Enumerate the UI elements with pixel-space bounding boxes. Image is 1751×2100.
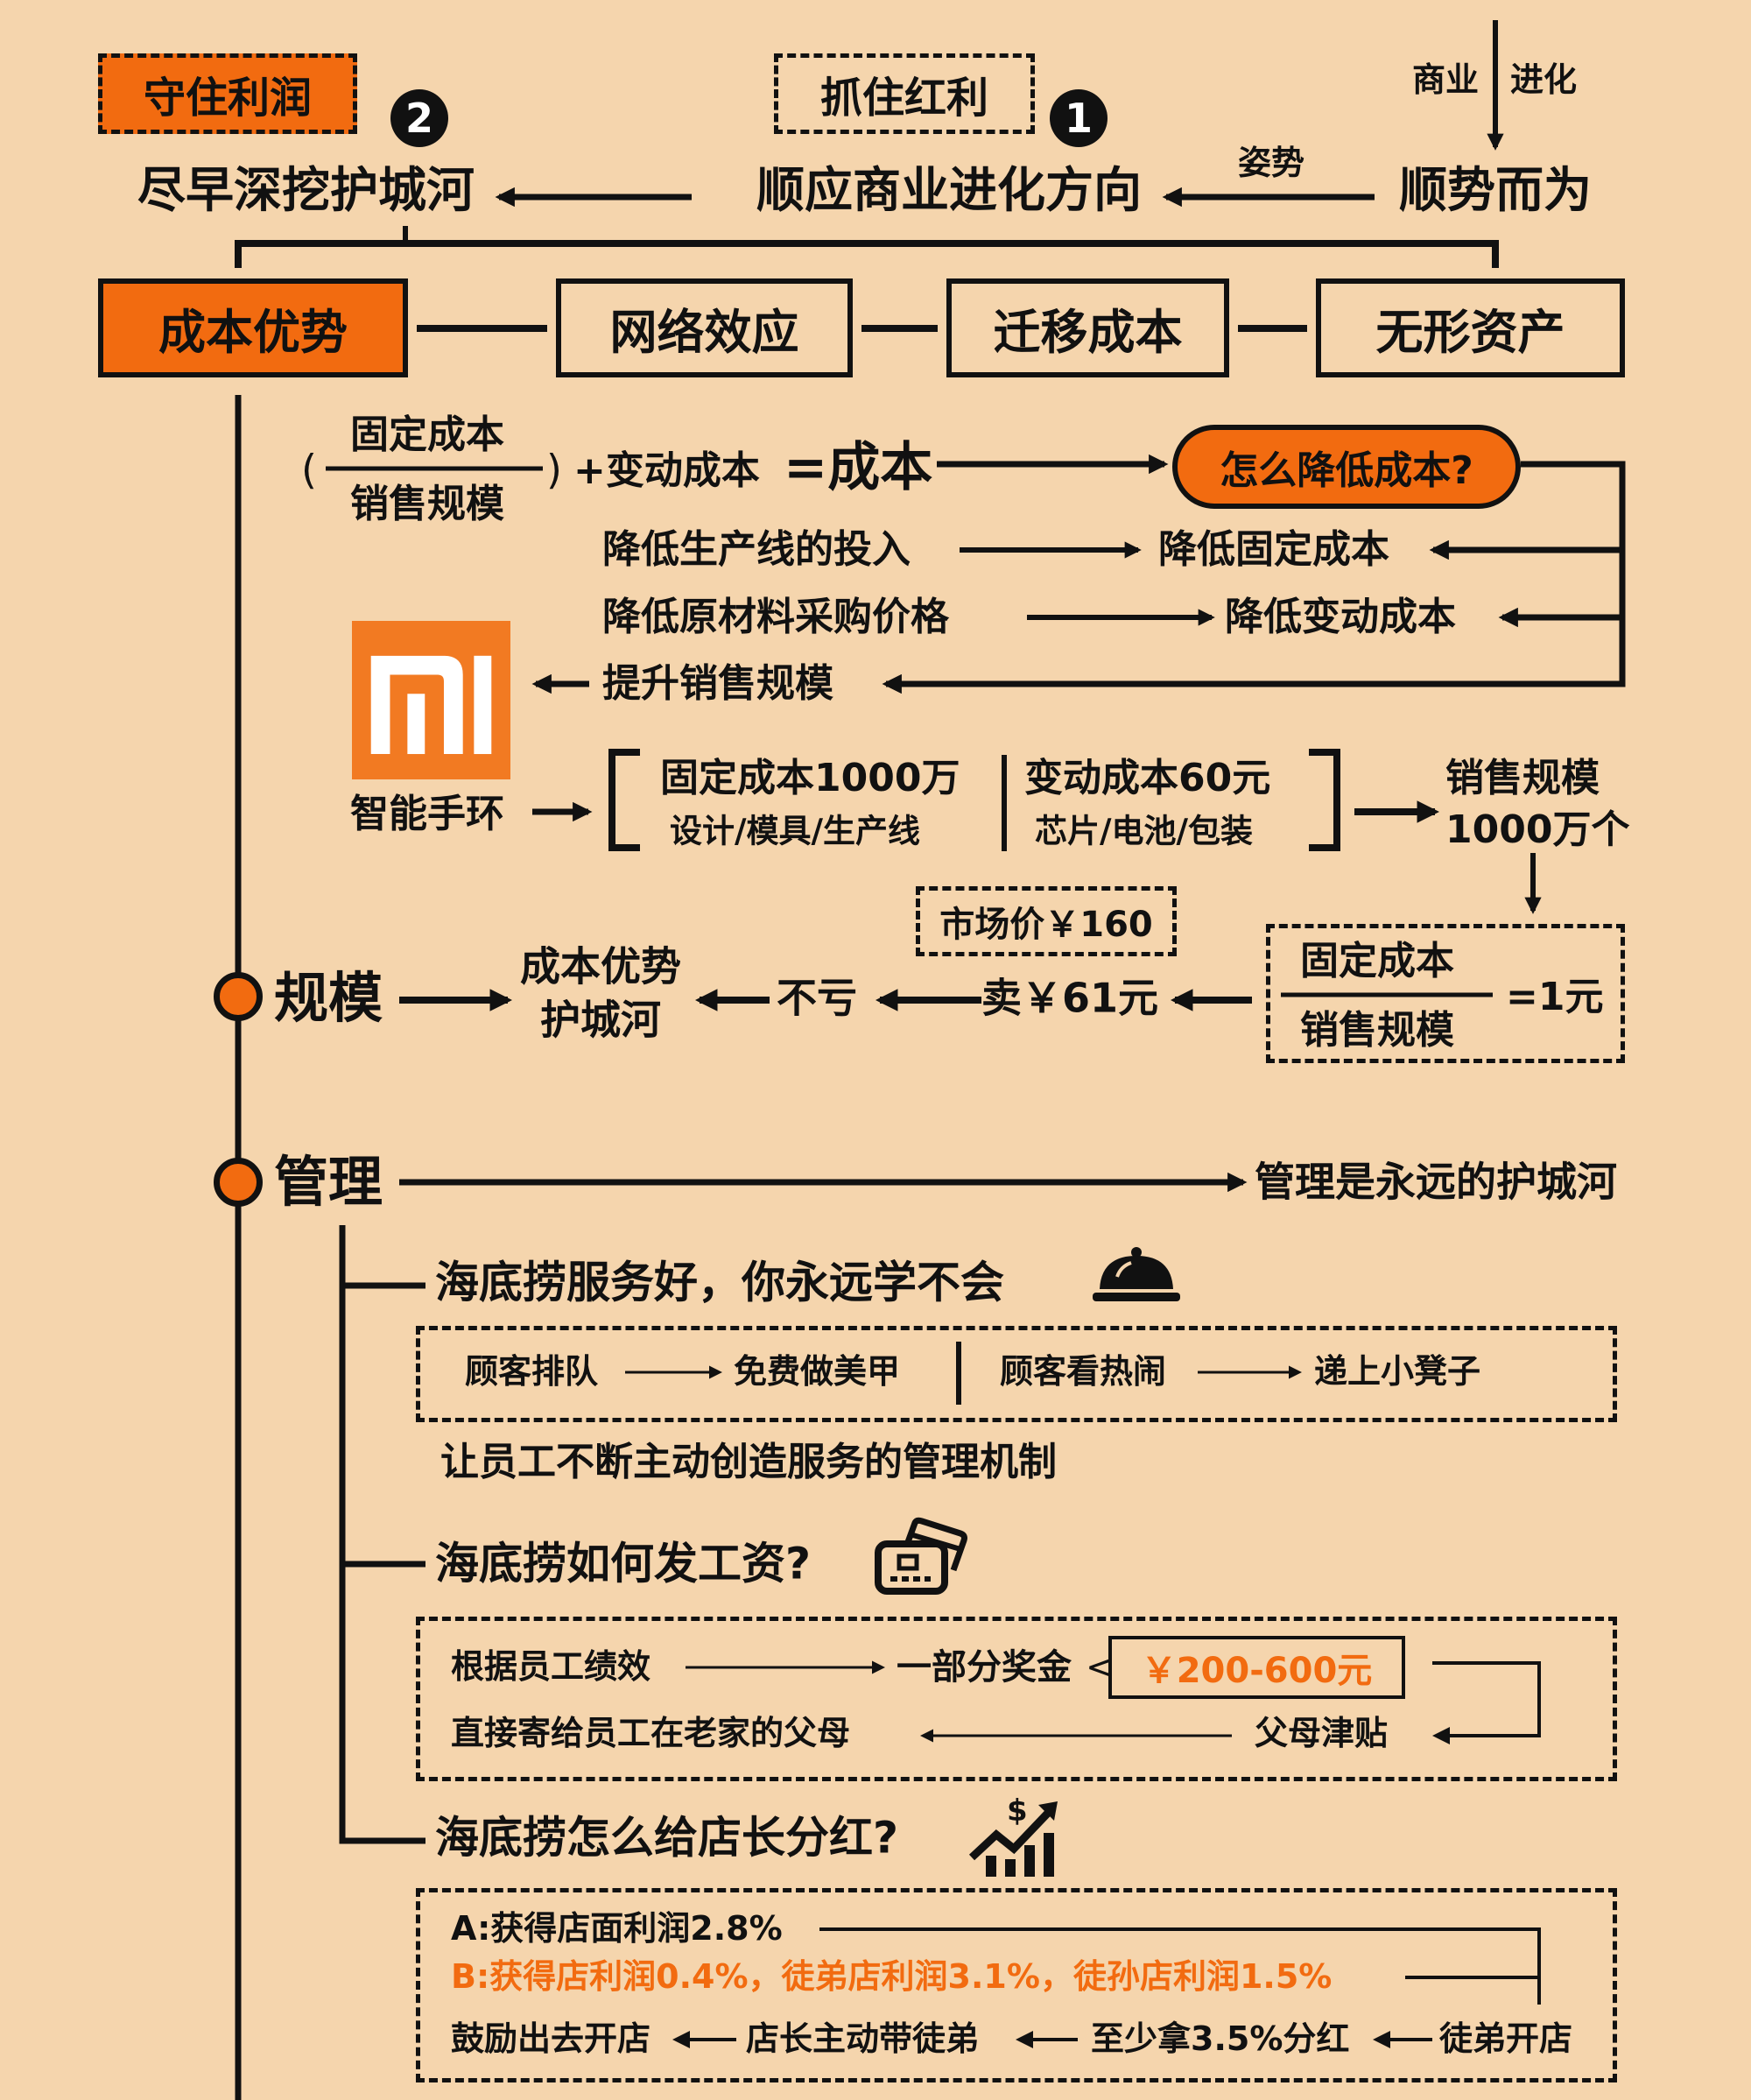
free-manicure: 免费做美甲	[734, 1352, 901, 1392]
apprentice-opens-store: 徒弟开店	[1439, 2019, 1573, 2059]
option-a-line	[819, 1927, 1541, 2005]
service-examples-box	[416, 1326, 1617, 1422]
grab-dividend-label: 抓住红利	[819, 74, 988, 123]
parent-allowance: 父母津贴	[1255, 1714, 1389, 1753]
moat-cost-advantage: 成本优势	[98, 278, 408, 377]
wallet-icon	[875, 1517, 967, 1595]
keep-profit-callout: 守住利润	[98, 53, 357, 134]
posture-label: 姿势	[1238, 144, 1305, 183]
dividend-box	[416, 1888, 1617, 2082]
advantage-line2: 护城河	[540, 996, 661, 1044]
fixed-cost-detail: 设计/模具/生产线	[670, 812, 921, 850]
moat-early-label: 尽早深挖护城河	[137, 161, 475, 218]
offer-stool: 递上小凳子	[1314, 1352, 1481, 1392]
moat-label: 迁移成本	[993, 305, 1183, 360]
growth-chart-icon: $	[968, 1794, 1058, 1877]
sales-denominator: 销售规模	[350, 481, 504, 526]
scale-node	[214, 972, 263, 1021]
dividend-title: 海底捞怎么给店长分红?	[435, 1812, 899, 1864]
evolution-label: 进化	[1510, 60, 1578, 100]
question-label: 怎么降低成本?	[1220, 448, 1473, 493]
service-bell-icon	[1093, 1247, 1180, 1301]
no-loss-label: 不亏	[777, 974, 857, 1022]
sell-price: 卖￥61元	[981, 974, 1159, 1022]
moat-label: 无形资产	[1375, 305, 1565, 360]
right-bracket	[1309, 749, 1340, 851]
market-price-callout: 市场价￥160	[916, 886, 1177, 956]
sales-scale-label: 销售规模	[1445, 755, 1600, 800]
management-label: 管理	[274, 1149, 383, 1214]
equals-cost: =成本	[784, 437, 933, 498]
variable-cost-detail: 芯片/电池/包装	[1035, 812, 1254, 850]
close-paren: )	[546, 446, 562, 494]
management-branch-line	[339, 1225, 425, 1844]
open-paren: (	[301, 446, 317, 494]
send-to-parents: 直接寄给员工在老家的父母	[451, 1714, 851, 1753]
svg-text:$: $	[1007, 1794, 1028, 1829]
moat-label: 网络效应	[609, 305, 799, 360]
salary-title: 海底捞如何发工资?	[435, 1538, 812, 1589]
moat-bracket-line	[235, 240, 1499, 268]
ratio-numerator: 固定成本	[1300, 938, 1454, 983]
left-bracket	[608, 749, 640, 851]
moat-label: 成本优势	[158, 305, 348, 360]
advantage-line1: 成本优势	[520, 942, 681, 990]
xiaomi-logo	[352, 621, 510, 779]
unit-fixed-cost-box	[1266, 924, 1625, 1063]
raise-sales-scale: 提升销售规模	[602, 660, 833, 706]
scale-label: 规模	[274, 965, 383, 1030]
reduce-line-invest: 降低生产线的投入	[602, 526, 911, 572]
encourage-open-store: 鼓励出去开店	[451, 2019, 651, 2059]
by-performance: 根据员工绩效	[451, 1647, 651, 1687]
follow-direction-label: 顺应商业进化方向	[756, 161, 1143, 218]
reduce-material-price: 降低原材料采购价格	[602, 594, 949, 639]
keep-profit-label: 守住利润	[143, 74, 312, 123]
market-price-label: 市场价￥160	[939, 905, 1153, 945]
at-least-dividend: 至少拿3.5%分红	[1091, 2019, 1350, 2059]
service-title: 海底捞服务好，你永远学不会	[435, 1257, 1004, 1308]
reduce-cost-question: 怎么降低成本?	[1172, 425, 1521, 509]
variable-cost-amount: 变动成本60元	[1024, 755, 1271, 800]
bonus-range-box: ￥200-600元	[1108, 1636, 1405, 1699]
salary-box	[416, 1617, 1617, 1781]
reduce-fixed-cost: 降低固定成本	[1158, 526, 1389, 572]
ratio-result: =1元	[1506, 974, 1604, 1019]
business-label: 商业	[1412, 60, 1480, 100]
management-conclusion: 管理是永远的护城河	[1255, 1158, 1617, 1206]
bonus-part: 一部分奖金	[897, 1647, 1072, 1688]
manager-mentors: 店长主动带徒弟	[746, 2019, 980, 2059]
grab-dividend-callout: 抓住红利	[774, 53, 1035, 134]
question-bracket-line	[882, 461, 1626, 694]
option-a: A:获得店面利润2.8%	[451, 1909, 783, 1948]
smart-band-label: 智能手环	[350, 791, 504, 836]
plus-variable-cost: +变动成本	[573, 447, 760, 493]
option-b: B:获得店利润0.4%，徒弟店利润3.1%，徒孙店利润1.5%	[451, 1957, 1333, 1997]
bonus-range: ￥200-600元	[1141, 1651, 1373, 1691]
reduce-variable-cost: 降低变动成本	[1225, 594, 1456, 639]
ratio-denominator: 销售规模	[1300, 1007, 1454, 1053]
moat-network-effect: 网络效应	[556, 278, 853, 377]
bonus-bracket	[1432, 1661, 1541, 1744]
customer-queue: 顾客排队	[465, 1352, 599, 1392]
fixed-cost-numerator: 固定成本	[350, 412, 504, 457]
go-with-trend-label: 顺势而为	[1399, 161, 1593, 218]
step-badge-2: 2	[390, 89, 448, 147]
moat-switching-cost: 迁移成本	[946, 278, 1229, 377]
customer-watching: 顾客看热闹	[1000, 1352, 1167, 1392]
moat-intangible-assets: 无形资产	[1316, 278, 1625, 377]
step-badge-1: 1	[1050, 89, 1108, 147]
fixed-cost-amount: 固定成本1000万	[660, 755, 960, 800]
management-node	[214, 1158, 263, 1207]
sales-amount: 1000万个	[1445, 807, 1630, 852]
service-mechanism: 让员工不断主动创造服务的管理机制	[440, 1439, 1057, 1484]
